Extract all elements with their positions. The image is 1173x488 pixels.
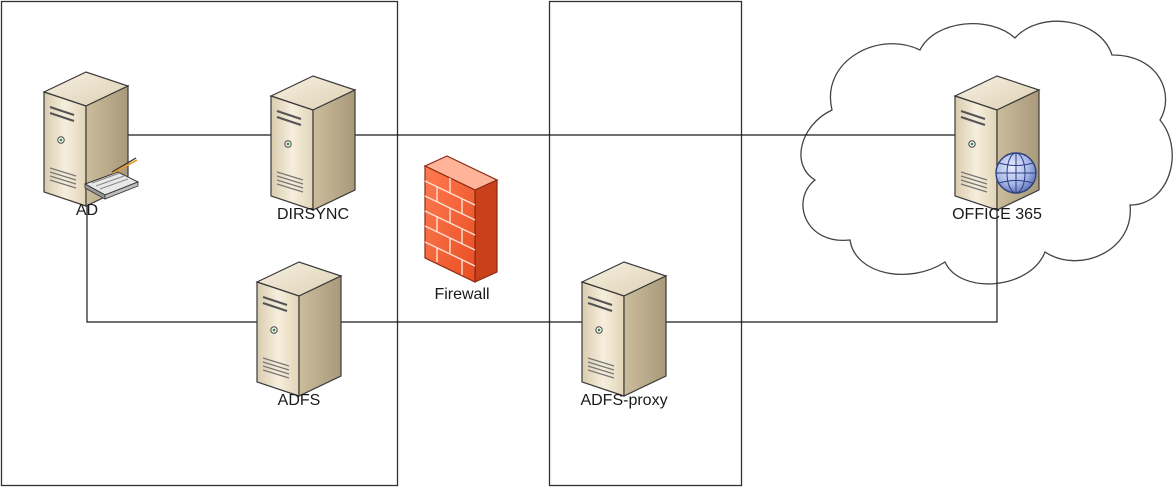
connection-lines xyxy=(86,134,998,323)
internal-zone-box xyxy=(0,0,399,487)
adfs-proxy-label: ADFS-proxy xyxy=(580,392,667,409)
adfs-proxy-server[interactable]: ADFS-proxy xyxy=(580,260,668,409)
server-icon xyxy=(580,260,668,398)
server-icon xyxy=(255,260,343,398)
ad-server[interactable]: AD xyxy=(42,70,140,219)
globe-icon xyxy=(995,152,1037,194)
firewall-node[interactable]: Firewall xyxy=(424,155,498,303)
adfs-server[interactable]: ADFS xyxy=(255,260,343,409)
office365-label: OFFICE 365 xyxy=(952,206,1042,223)
firewall-icon xyxy=(424,155,498,283)
dirsync-label: DIRSYNC xyxy=(277,206,349,223)
ad-label: AD xyxy=(76,202,98,219)
firewall-label: Firewall xyxy=(434,286,489,303)
server-icon xyxy=(269,74,357,212)
dirsync-server[interactable]: DIRSYNC xyxy=(269,74,357,223)
dmz-zone-box xyxy=(548,0,743,487)
office365-server[interactable]: OFFICE 365 xyxy=(952,74,1042,223)
adfs-label: ADFS xyxy=(278,392,321,409)
directory-book-icon xyxy=(83,157,140,200)
connection-ad-to-adfs-proxy xyxy=(86,135,998,323)
